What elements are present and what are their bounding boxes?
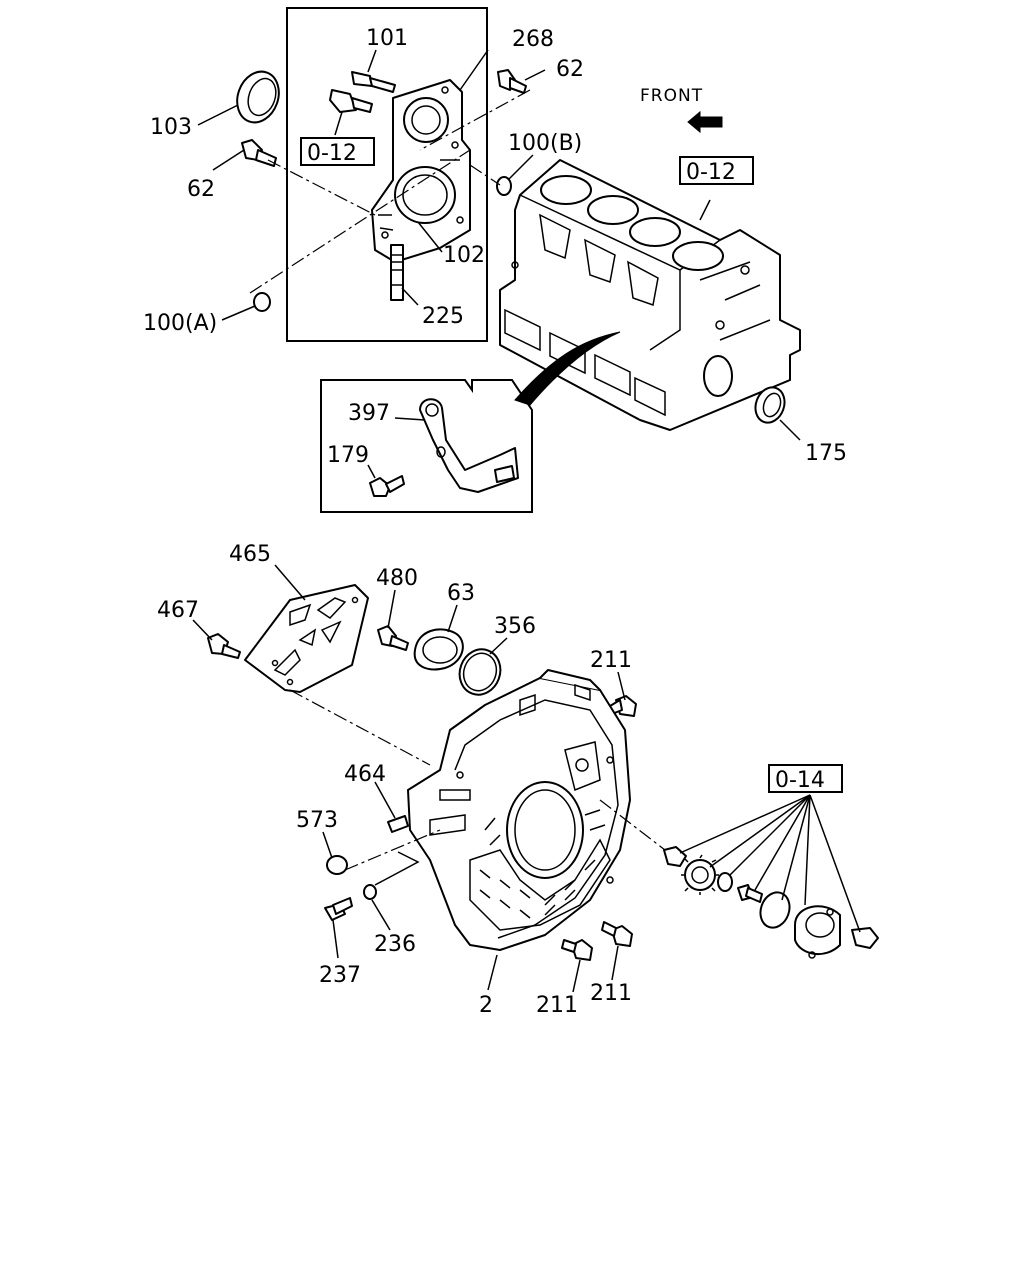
label-100a: 100(A)	[143, 311, 217, 336]
bolt-480	[377, 625, 409, 651]
bolt-62-top	[497, 69, 527, 94]
rear-cover-plate	[371, 79, 471, 263]
union-bolt	[329, 89, 373, 113]
label-62-left: 62	[187, 177, 215, 202]
o-ring-100a	[253, 292, 271, 312]
cover-plate-465	[244, 584, 369, 693]
label-237: 237	[319, 963, 361, 988]
label-573: 573	[296, 808, 338, 833]
label-62-top: 62	[556, 57, 584, 82]
bolt-211-bottom-left	[561, 939, 593, 961]
cylinder-block	[499, 159, 801, 431]
label-236: 236	[374, 932, 416, 957]
ref-box-cylinder-block	[679, 156, 754, 185]
label-467: 467	[157, 598, 199, 623]
label-464: 464	[344, 762, 386, 787]
cover-cap	[794, 905, 841, 959]
ref-box-flywheel-housing	[768, 764, 843, 793]
shaft-bolt	[737, 884, 763, 903]
label-103: 103	[150, 115, 192, 140]
o-ring-100b	[496, 176, 512, 196]
ref-cylinder-block: 0-12	[686, 160, 736, 185]
washer-small	[717, 872, 733, 892]
label-102: 102	[443, 243, 485, 268]
label-100b: 100(B)	[508, 131, 582, 156]
label-63: 63	[447, 581, 475, 606]
o-ring-356	[458, 648, 502, 696]
flywheel-housing	[407, 669, 631, 951]
bolt-237	[324, 897, 353, 921]
ref-flywheel-housing: 0-14	[775, 768, 825, 793]
oil-seal-103	[236, 70, 280, 124]
label-356: 356	[494, 614, 536, 639]
bolt-467	[207, 633, 241, 659]
bolt-small-1	[663, 846, 687, 867]
bracket-detail-frame	[320, 379, 533, 513]
dowel-464	[387, 815, 409, 833]
oil-seal-175	[754, 386, 786, 424]
rear-cover-group-frame	[286, 7, 488, 342]
label-211-top: 211	[590, 648, 632, 673]
bolt-62-left	[241, 139, 277, 167]
bolt-cap	[851, 927, 879, 949]
stud-225	[390, 244, 404, 301]
front-label: FRONT	[640, 86, 703, 106]
label-268: 268	[512, 27, 554, 52]
bolt-179	[369, 475, 405, 497]
label-225: 225	[422, 304, 464, 329]
label-397: 397	[348, 401, 390, 426]
label-101: 101	[366, 26, 408, 51]
front-arrow-icon	[687, 110, 723, 134]
bracket-397	[419, 398, 519, 493]
gasket-63	[413, 628, 464, 671]
gear	[681, 854, 719, 895]
label-211-bottom-right: 211	[590, 981, 632, 1006]
detail-pointer	[514, 331, 621, 406]
ref-box-upper-cover	[300, 137, 375, 166]
label-2: 2	[479, 993, 493, 1018]
label-465: 465	[229, 542, 271, 567]
label-175: 175	[805, 441, 847, 466]
plug-573	[326, 855, 348, 875]
o-ring-small	[759, 891, 791, 929]
washer-236	[363, 884, 377, 900]
label-211-bottom-left: 211	[536, 993, 578, 1018]
fitting-101	[351, 71, 396, 93]
ref-upper-cover: 0-12	[307, 141, 357, 166]
label-179: 179	[327, 443, 369, 468]
bolt-211-bottom-right	[601, 921, 633, 947]
label-480: 480	[376, 566, 418, 591]
